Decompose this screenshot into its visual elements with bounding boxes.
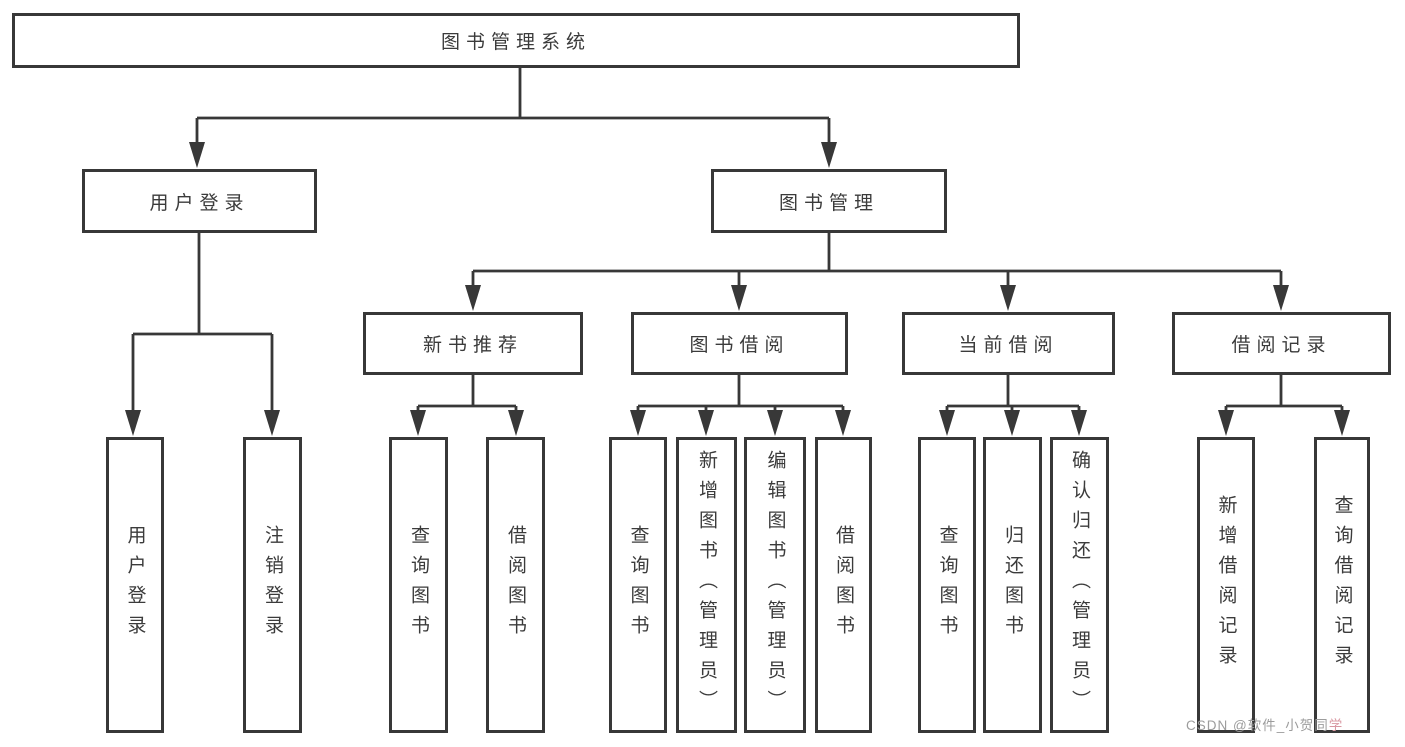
node-label: 确认归还（管理员） xyxy=(1069,450,1090,720)
node-book-borrowing: 图书借阅 xyxy=(631,312,848,375)
leaf-logout: 注销登录 xyxy=(243,437,302,733)
node-label: 借阅图书 xyxy=(505,525,526,645)
leaf-records-add-borrow-record: 新增借阅记录 xyxy=(1197,437,1255,733)
leaf-records-query-borrow-record: 查询借阅记录 xyxy=(1314,437,1370,733)
leaf-current-confirm-return-admin: 确认归还（管理员） xyxy=(1050,437,1109,733)
node-label: 归还图书 xyxy=(1002,525,1023,645)
node-label: 新增借阅记录 xyxy=(1215,495,1237,675)
node-label: 查询图书 xyxy=(408,525,429,645)
node-label: 图书管理 xyxy=(778,192,879,214)
watermark-text-suffix: 学 xyxy=(1328,718,1344,733)
leaf-recommend-borrow-books: 借阅图书 xyxy=(486,437,545,733)
node-library-management-system: 图书管理系统 xyxy=(12,13,1020,68)
node-label: 借阅图书 xyxy=(833,525,854,645)
watermark: CSDN @软件_小贺同学 xyxy=(1186,714,1343,734)
leaf-borrowing-edit-books-admin: 编辑图书（管理员） xyxy=(744,437,806,733)
leaf-recommend-query-books: 查询图书 xyxy=(389,437,448,733)
leaf-borrowing-query-books: 查询图书 xyxy=(609,437,667,733)
node-label: 新增图书（管理员） xyxy=(696,450,717,720)
node-label: 图书管理系统 xyxy=(440,32,591,53)
node-label: 图书借阅 xyxy=(689,335,790,356)
node-label: 注销登录 xyxy=(262,525,283,645)
leaf-borrowing-borrow-books: 借阅图书 xyxy=(815,437,872,733)
node-label: 查询图书 xyxy=(936,525,958,645)
node-label: 用户登录 xyxy=(149,192,250,214)
node-label: 查询图书 xyxy=(627,525,649,645)
leaf-current-query-books: 查询图书 xyxy=(918,437,976,733)
leaf-borrowing-add-books-admin: 新增图书（管理员） xyxy=(676,437,737,733)
node-new-book-recommendation: 新书推荐 xyxy=(363,312,583,375)
node-borrowing-records: 借阅记录 xyxy=(1172,312,1391,375)
node-current-borrowing: 当前借阅 xyxy=(902,312,1115,375)
node-label: 新书推荐 xyxy=(422,335,523,356)
node-user-login: 用户登录 xyxy=(82,169,317,233)
node-book-management: 图书管理 xyxy=(711,169,947,233)
leaf-user-login: 用户登录 xyxy=(106,437,164,733)
node-label: 用户登录 xyxy=(124,525,146,645)
leaf-current-return-books: 归还图书 xyxy=(983,437,1042,733)
watermark-text: CSDN @软件_小贺同 xyxy=(1186,718,1329,733)
node-label: 编辑图书（管理员） xyxy=(764,450,786,720)
node-label: 查询借阅记录 xyxy=(1331,495,1353,675)
node-label: 当前借阅 xyxy=(958,335,1059,356)
node-label: 借阅记录 xyxy=(1231,335,1332,356)
